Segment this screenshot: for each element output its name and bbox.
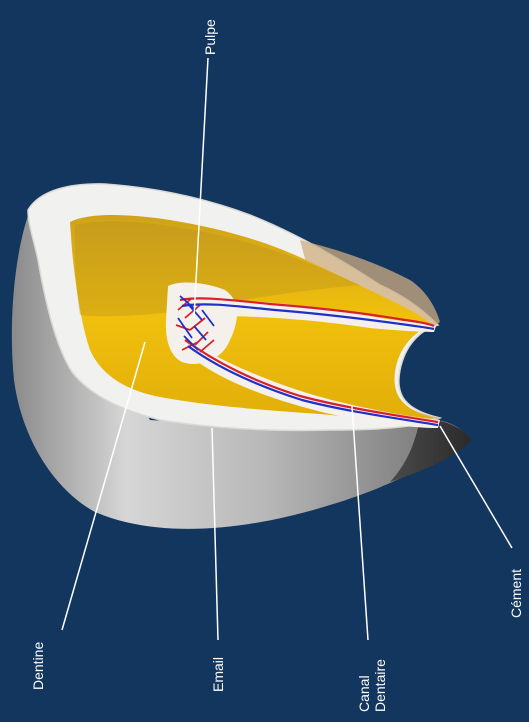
pulpe-leader-line	[193, 57, 209, 319]
label-cement: Cément	[508, 568, 524, 618]
dentine-layer	[70, 215, 435, 419]
vein-lower	[187, 345, 439, 427]
root-canal-upper	[215, 300, 436, 332]
artery-branches	[175, 297, 215, 353]
root-canal-lower	[198, 350, 440, 428]
artery-lower	[184, 339, 439, 424]
artery-upper	[179, 297, 435, 328]
label-dentine: Dentine	[30, 641, 46, 690]
label-pulpe: Pulpe	[202, 19, 218, 55]
dentine-shading	[74, 221, 360, 317]
cement-leader-line	[439, 425, 513, 549]
label-email: Email	[210, 656, 226, 692]
root-shadow	[390, 419, 472, 482]
vein-upper	[181, 303, 435, 331]
email-leader-line	[211, 427, 219, 641]
canal-leader-line	[351, 405, 369, 641]
dentine-leader-line	[61, 341, 146, 631]
label-dentaire: Dentaire	[372, 659, 388, 712]
label-canal: Canal	[356, 675, 372, 712]
